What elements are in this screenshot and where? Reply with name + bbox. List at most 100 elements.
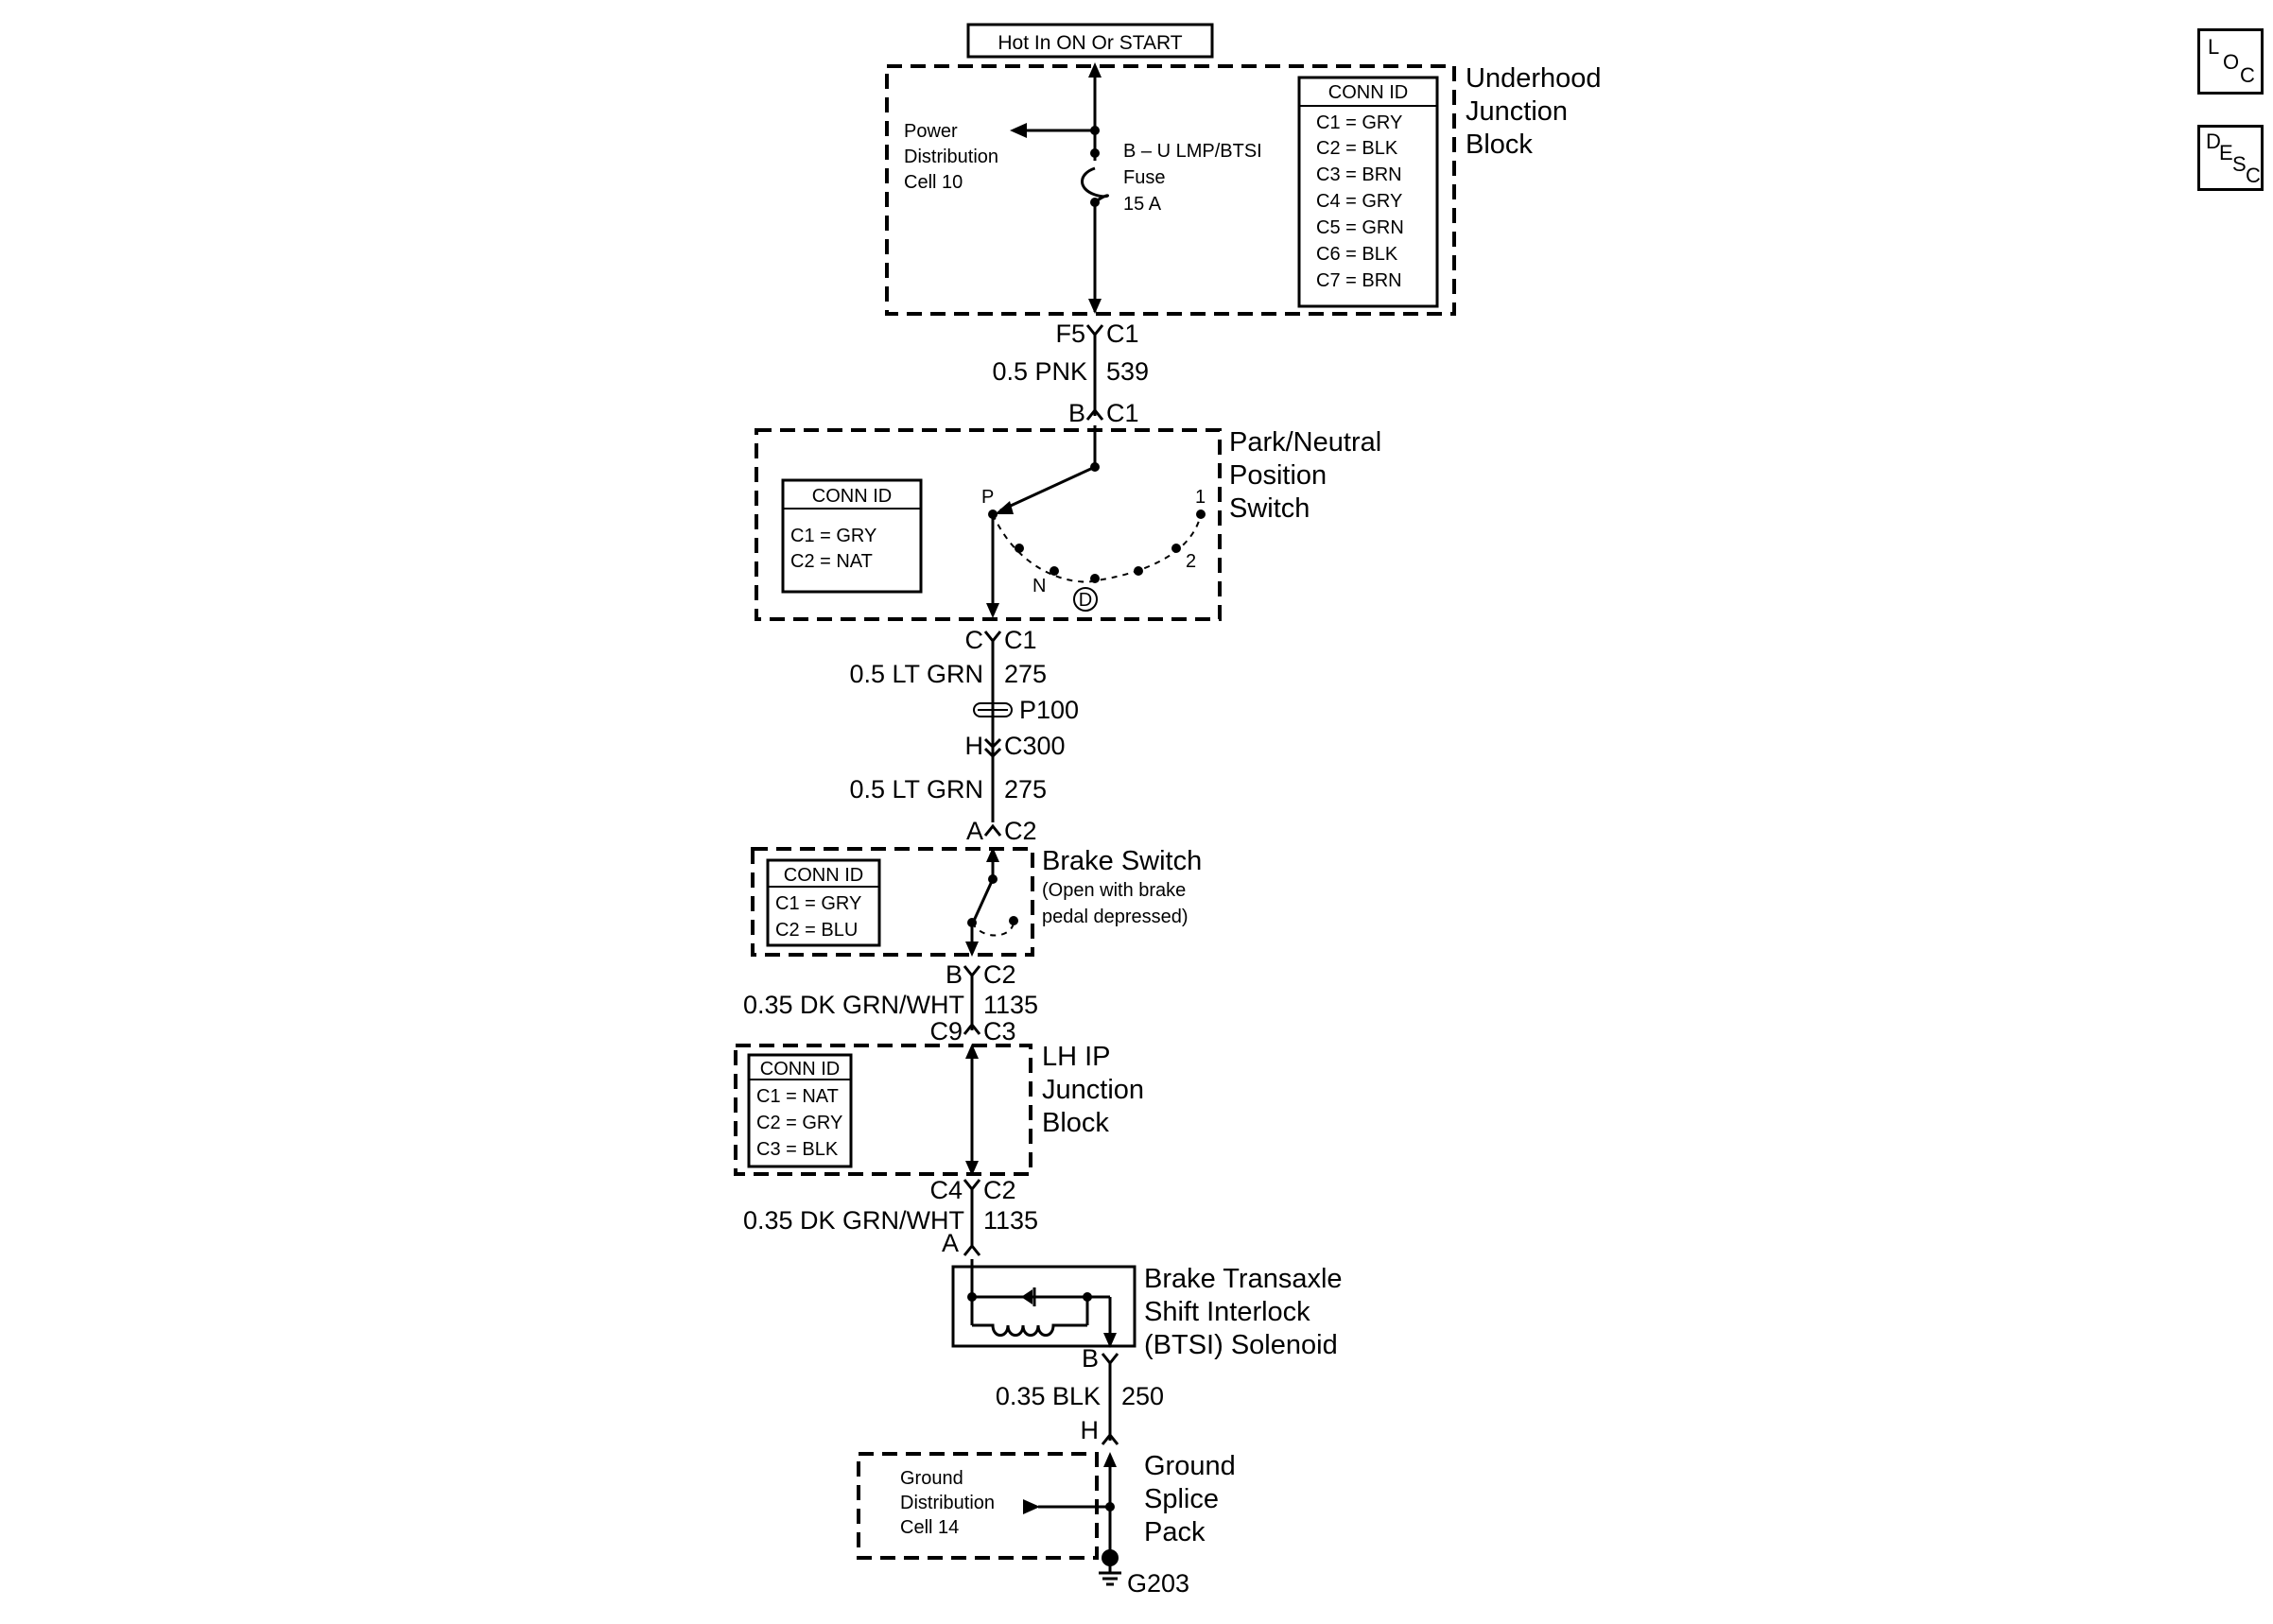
wire2-gauge-color: 0.5 LT GRN — [849, 660, 983, 688]
ground-distribution-label: Ground Distribution Cell 14 — [900, 1468, 995, 1538]
ground-splice-pin: H — [1081, 1416, 1100, 1444]
pnp-pos-d: D — [1079, 590, 1092, 611]
svg-text:C2 = NAT: C2 = NAT — [790, 551, 873, 572]
svg-text:Cell 14: Cell 14 — [900, 1517, 959, 1538]
svg-text:Fuse: Fuse — [1123, 167, 1165, 188]
svg-text:C1 = GRY: C1 = GRY — [790, 526, 876, 546]
wire1-circuit: 539 — [1106, 357, 1149, 386]
power-distribution-label: Power Distribution Cell 10 — [904, 121, 998, 193]
wire3-pin-left: B — [946, 960, 963, 989]
svg-text:C5 = GRN: C5 = GRN — [1316, 217, 1404, 238]
svg-text:Brake Transaxle: Brake Transaxle — [1144, 1264, 1343, 1294]
svg-text:C2 = BLK: C2 = BLK — [1316, 138, 1398, 159]
svg-text:Shift Interlock: Shift Interlock — [1144, 1297, 1310, 1327]
svg-text:C4 = GRY: C4 = GRY — [1316, 191, 1402, 212]
connector-symbol — [1085, 324, 1104, 337]
arrow-down-icon — [1088, 299, 1102, 314]
loc-letter-o: O — [2223, 50, 2240, 74]
pnp-conn-id-table: CONN ID C1 = GRY C2 = NAT — [781, 478, 923, 594]
connector-symbol — [963, 1022, 981, 1035]
desc-letter-c: C — [2246, 164, 2261, 187]
svg-text:(BTSI) Solenoid: (BTSI) Solenoid — [1144, 1330, 1338, 1360]
switch-arrow-icon — [995, 501, 1014, 514]
svg-text:Park/Neutral: Park/Neutral — [1229, 427, 1381, 458]
svg-text:Power: Power — [904, 121, 958, 142]
svg-text:Pack: Pack — [1144, 1517, 1206, 1547]
wire2-conn-left: H — [965, 732, 984, 760]
brake-switch-conn-id-table: CONN ID C1 = GRY C2 = BLU — [766, 858, 881, 947]
brake-switch-pin-right: C2 — [1004, 817, 1037, 845]
lh-ip-conn-id-table: CONN ID C1 = NAT C2 = GRY C3 = BLK — [747, 1053, 853, 1168]
pnp-pos-d-circle — [1073, 587, 1098, 612]
connector-symbol — [983, 631, 1002, 644]
wire4-pin-right: C2 — [983, 1176, 1016, 1204]
svg-text:Junction: Junction — [1466, 96, 1568, 127]
loc-button[interactable]: L O C — [2197, 28, 2264, 95]
wire1-pin-left: F5 — [1055, 320, 1085, 348]
svg-text:Cell 10: Cell 10 — [904, 172, 963, 193]
svg-text:LH IP: LH IP — [1042, 1042, 1111, 1072]
svg-text:C6 = BLK: C6 = BLK — [1316, 244, 1398, 265]
svg-text:15 A: 15 A — [1123, 194, 1162, 215]
connector-symbol — [1101, 1432, 1119, 1445]
svg-text:CONN ID: CONN ID — [812, 486, 892, 507]
svg-text:C3 = BRN: C3 = BRN — [1316, 164, 1402, 185]
ground-distribution-arrow-icon — [1023, 1499, 1040, 1514]
btsi-pin-bottom: B — [1082, 1344, 1099, 1373]
hot-label-box — [966, 23, 1214, 59]
diode-icon — [1021, 1287, 1036, 1306]
svg-text:C2 = GRY: C2 = GRY — [756, 1113, 842, 1133]
svg-text:C2 = BLU: C2 = BLU — [775, 920, 858, 941]
wire5-circuit: 250 — [1121, 1382, 1164, 1410]
arrow-up-icon — [1088, 62, 1102, 78]
desc-letter-d: D — [2206, 130, 2221, 153]
svg-text:Distribution: Distribution — [900, 1493, 995, 1513]
connector-symbol — [1101, 1353, 1119, 1366]
wire4-pin-left: C4 — [929, 1176, 963, 1204]
brake-switch-note: (Open with brake pedal depressed) — [1042, 880, 1189, 927]
fuse-label: B – U LMP/BTSI Fuse 15 A — [1123, 141, 1262, 215]
arrow-up-icon — [986, 847, 999, 862]
connector-symbol — [983, 823, 1002, 837]
wire3-pin-right: C2 — [983, 960, 1016, 989]
svg-text:Position: Position — [1229, 460, 1327, 491]
pnp-switch-contact — [999, 465, 1096, 512]
ground-point — [1102, 1549, 1119, 1566]
connector-symbol — [963, 1243, 981, 1256]
pnp-pos-1: 1 — [1195, 487, 1206, 508]
wire5-gauge-color: 0.35 BLK — [996, 1382, 1101, 1410]
arrow-down-icon — [965, 1161, 979, 1176]
arrow-up-icon — [965, 1044, 979, 1059]
desc-letter-s: S — [2232, 152, 2247, 176]
svg-text:Block: Block — [1466, 130, 1533, 160]
svg-text:C1 = NAT: C1 = NAT — [756, 1086, 839, 1107]
svg-text:(Open with brake: (Open with brake — [1042, 880, 1186, 901]
svg-text:CONN ID: CONN ID — [1328, 82, 1408, 103]
svg-text:Block: Block — [1042, 1108, 1109, 1138]
svg-text:pedal depressed): pedal depressed) — [1042, 907, 1189, 927]
inline-connector-symbol — [983, 737, 1002, 759]
pnp-pos-2: 2 — [1186, 551, 1196, 572]
pnp-pos-p: P — [981, 487, 994, 508]
pnp-pin-right: C1 — [1106, 399, 1139, 427]
svg-text:C7 = BRN: C7 = BRN — [1316, 270, 1402, 291]
loc-letter-c: C — [2240, 63, 2255, 87]
pnp-switch-outline — [755, 428, 1222, 621]
wire4-circuit: 1135 — [983, 1206, 1038, 1235]
wire1-pin-right: C1 — [1106, 320, 1139, 348]
lh-ip-title: LH IP Junction Block — [1042, 1042, 1144, 1138]
arrow-down-icon — [965, 942, 979, 957]
ground-splice-title: Ground Splice Pack — [1144, 1451, 1236, 1547]
wire2-conn-right: C300 — [1004, 732, 1066, 760]
brake-switch-title: Brake Switch — [1042, 846, 1202, 876]
hot-label: Hot In ON Or START — [998, 32, 1182, 54]
desc-button[interactable]: D E S C — [2197, 125, 2264, 191]
connector-symbol — [963, 965, 981, 978]
loc-letter-l: L — [2208, 35, 2220, 59]
svg-text:C3 = BLK: C3 = BLK — [756, 1139, 839, 1160]
ground-symbol-icon — [1099, 1565, 1121, 1586]
power-distribution-arrow-icon — [1010, 123, 1027, 138]
svg-text:CONN ID: CONN ID — [760, 1059, 840, 1080]
wire1-gauge-color: 0.5 PNK — [992, 357, 1087, 386]
solenoid-coil-icon — [972, 1323, 1087, 1337]
